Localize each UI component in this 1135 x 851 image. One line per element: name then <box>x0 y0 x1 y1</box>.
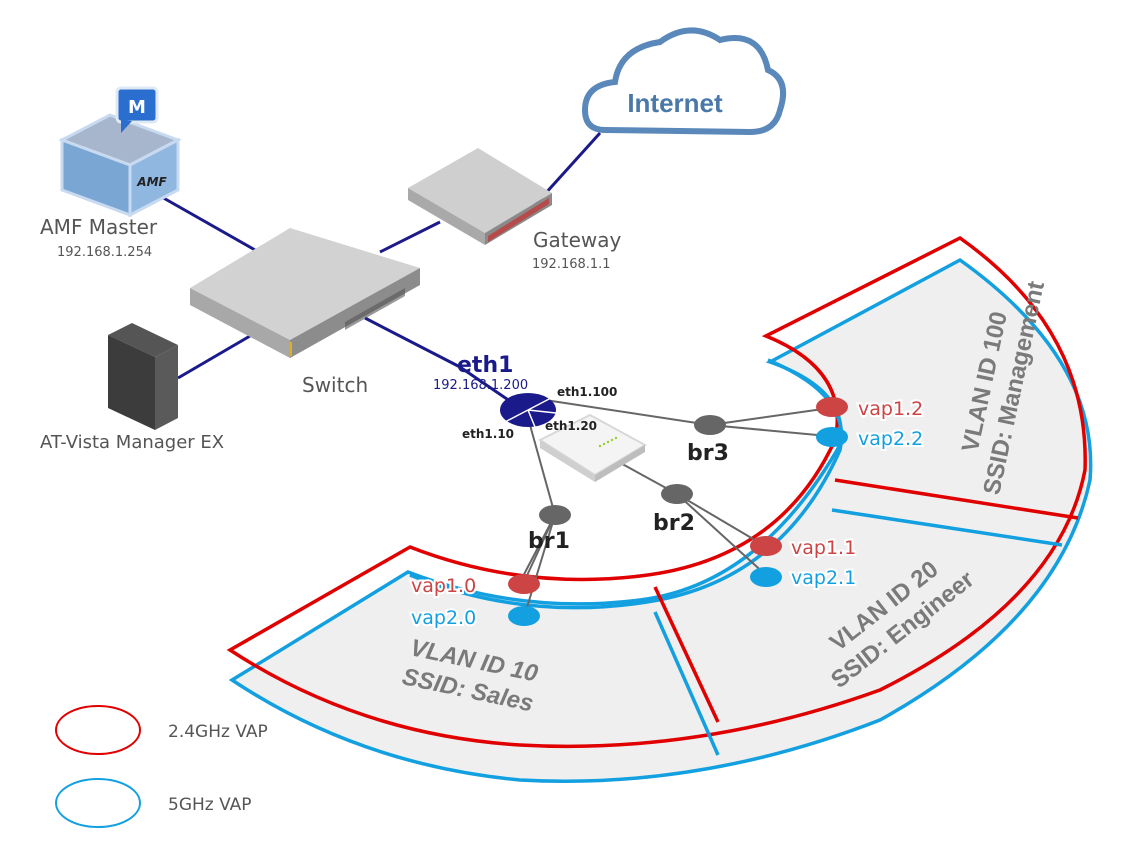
bridge-br3-label: br3 <box>687 441 729 466</box>
legend: 2.4GHz VAP 5GHz VAP <box>55 705 268 828</box>
eth1-interface[interactable] <box>500 393 557 428</box>
vap-1-1-label: vap1.1 <box>791 537 856 559</box>
subif-eth1-20: eth1.20 <box>545 419 597 433</box>
bridge-br2-label: br2 <box>653 511 695 536</box>
access-point-device[interactable] <box>537 413 648 482</box>
zone-wedges <box>226 235 1093 783</box>
gateway-label: Gateway <box>533 228 622 252</box>
vap-2-1-label: vap2.1 <box>791 567 856 589</box>
gateway-ip: 192.168.1.1 <box>532 257 611 272</box>
internet-label: Internet <box>627 88 723 118</box>
legend-5ghz-label: 5GHz VAP <box>168 795 252 815</box>
vap-2-2-label: vap2.2 <box>858 428 923 450</box>
eth1-label: eth1 <box>457 353 513 378</box>
vap-2-0-label: vap2.0 <box>411 607 476 629</box>
zone-divider <box>831 508 1063 547</box>
amf-logo: AMF <box>136 175 167 189</box>
amf-master-label: AMF Master <box>40 215 158 239</box>
amf-master-device[interactable]: AMF M <box>58 86 182 218</box>
internet-cloud: Internet <box>581 27 786 136</box>
zone-divider <box>834 478 1079 520</box>
vista-server-device[interactable] <box>108 323 178 430</box>
master-badge-letter: M <box>128 97 146 118</box>
band-5ghz-area <box>228 257 1093 783</box>
zone-divider <box>653 586 720 723</box>
eth1-ip: 192.168.1.200 <box>433 378 528 393</box>
bridge-links <box>519 399 831 615</box>
bridge-br1[interactable] <box>539 505 571 525</box>
vista-label: AT-Vista Manager EX <box>40 432 224 453</box>
switch-label: Switch <box>302 373 368 397</box>
subif-eth1-100: eth1.100 <box>557 385 617 399</box>
bridge-br3[interactable] <box>694 415 726 435</box>
vap-2-0-dot[interactable] <box>508 606 540 626</box>
subif-eth1-10: eth1.10 <box>462 427 514 441</box>
legend-5ghz-swatch <box>55 778 141 828</box>
legend-24ghz-swatch <box>55 705 141 755</box>
master-badge <box>115 86 159 124</box>
zone-divider <box>653 611 720 756</box>
bridge-br1-label: br1 <box>528 529 570 554</box>
band-24ghz-area <box>226 235 1087 749</box>
uplinks <box>159 131 602 410</box>
switch-device[interactable] <box>190 228 420 358</box>
bridge-br2[interactable] <box>661 484 693 504</box>
amf-master-ip: 192.168.1.254 <box>57 245 152 260</box>
vap-1-0-dot[interactable] <box>508 574 540 594</box>
vap-1-2-label: vap1.2 <box>858 398 923 420</box>
legend-24ghz-label: 2.4GHz VAP <box>168 722 268 742</box>
vap-1-0-label: vap1.0 <box>411 575 476 597</box>
gateway-device[interactable] <box>408 148 552 245</box>
vap-2-1-dot[interactable] <box>750 567 782 587</box>
vap-1-2-dot[interactable] <box>816 397 848 417</box>
vap-2-2-dot[interactable] <box>816 427 848 447</box>
vap-1-1-dot[interactable] <box>750 536 782 556</box>
